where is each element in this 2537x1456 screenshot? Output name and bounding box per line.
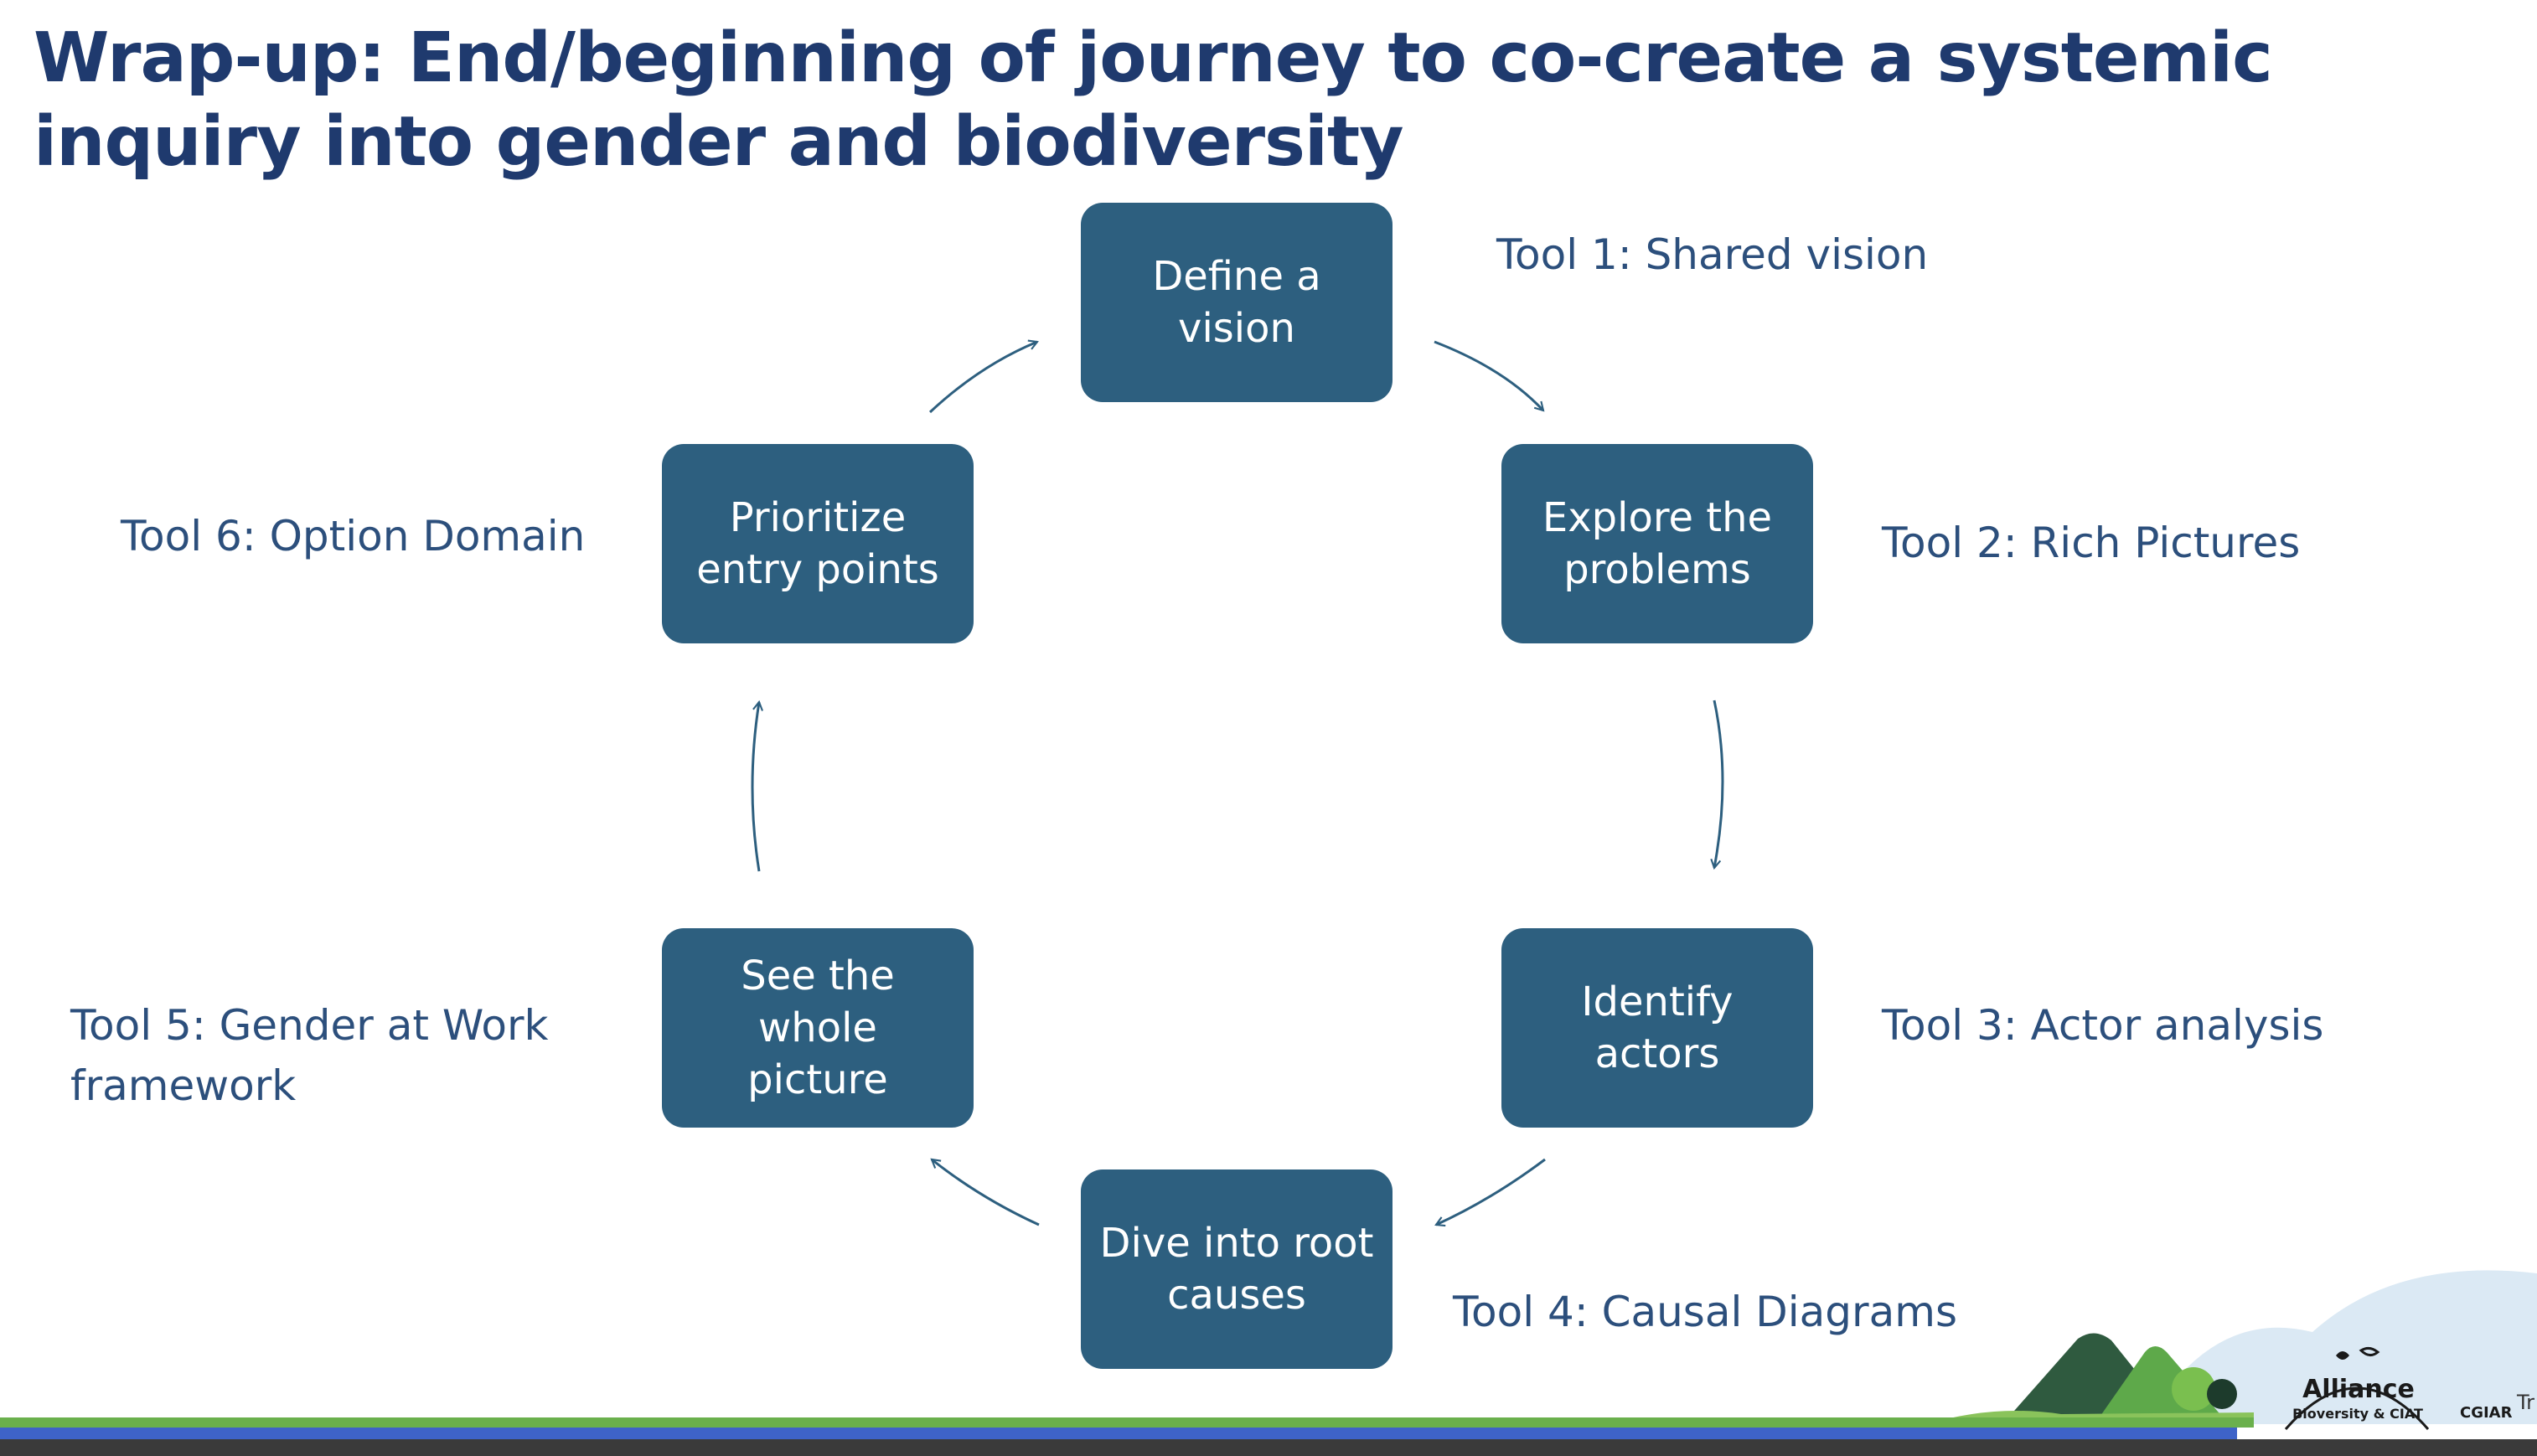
step-line: whole: [758, 1004, 877, 1051]
step-line: actors: [1594, 1030, 1720, 1077]
step-line: vision: [1178, 305, 1295, 352]
footer-dark-bar: [0, 1439, 2537, 1456]
step-see-whole-picture: See the whole picture: [662, 928, 974, 1128]
step-dive-root-causes: Dive into root causes: [1081, 1169, 1393, 1369]
step-line: picture: [747, 1056, 888, 1103]
edge-text: Tr: [2517, 1391, 2534, 1414]
footer-green-bar: [0, 1417, 2254, 1428]
step-line: problems: [1563, 546, 1751, 593]
step-prioritize-entry-points: Prioritize entry points: [662, 444, 974, 643]
step-line: Define a: [1152, 253, 1321, 300]
alliance-logo-icon: [2284, 1346, 2430, 1430]
tool-5-line: Tool 5: Gender at Work: [70, 1001, 549, 1050]
step-explore-problems: Explore the problems: [1501, 444, 1813, 643]
step-line: Identify: [1581, 978, 1734, 1025]
step-line: See the: [741, 953, 895, 999]
step-line: causes: [1167, 1272, 1306, 1319]
arrow-rootcauses-to-wholepicture: [930, 1158, 1040, 1226]
slide-title: Wrap-up: End/beginning of journey to co-…: [34, 18, 2273, 182]
tool-5-label: Tool 5: Gender at Work framework: [70, 995, 548, 1116]
step-line: Prioritize: [729, 494, 907, 541]
footer-cloud: [2145, 1270, 2537, 1424]
footer-tree: [2207, 1379, 2237, 1409]
step-line: entry points: [696, 546, 939, 593]
tool-1-label: Tool 1: Shared vision: [1496, 230, 1929, 279]
footer-tree: [2172, 1367, 2215, 1411]
step-line: Dive into root: [1099, 1220, 1374, 1267]
arrow-problems-to-actors: [1710, 700, 1724, 870]
step-identify-actors: Identify actors: [1501, 928, 1813, 1128]
logo-subtitle: Bioversity & CIAT: [2292, 1406, 2423, 1422]
partner-logo: CGIAR: [2460, 1404, 2513, 1422]
arrow-wholepicture-to-entrypoints: [751, 700, 763, 872]
footer-blue-bar: [0, 1428, 2237, 1439]
tool-6-label: Tool 6: Option Domain: [121, 512, 586, 560]
tool-3-label: Tool 3: Actor analysis: [1882, 1001, 2324, 1050]
tool-4-label: Tool 4: Causal Diagrams: [1453, 1288, 1958, 1336]
tool-2-label: Tool 2: Rich Pictures: [1882, 519, 2301, 567]
tool-5-line: framework: [70, 1061, 297, 1110]
arrow-actors-to-rootcauses: [1434, 1158, 1546, 1227]
arrow-vision-to-problems: [1434, 340, 1545, 412]
arrow-entrypoints-to-vision: [928, 339, 1039, 414]
logo-name: Alliance: [2302, 1375, 2415, 1404]
step-define-vision: Define a vision: [1081, 203, 1393, 402]
step-line: Explore the: [1542, 494, 1773, 541]
